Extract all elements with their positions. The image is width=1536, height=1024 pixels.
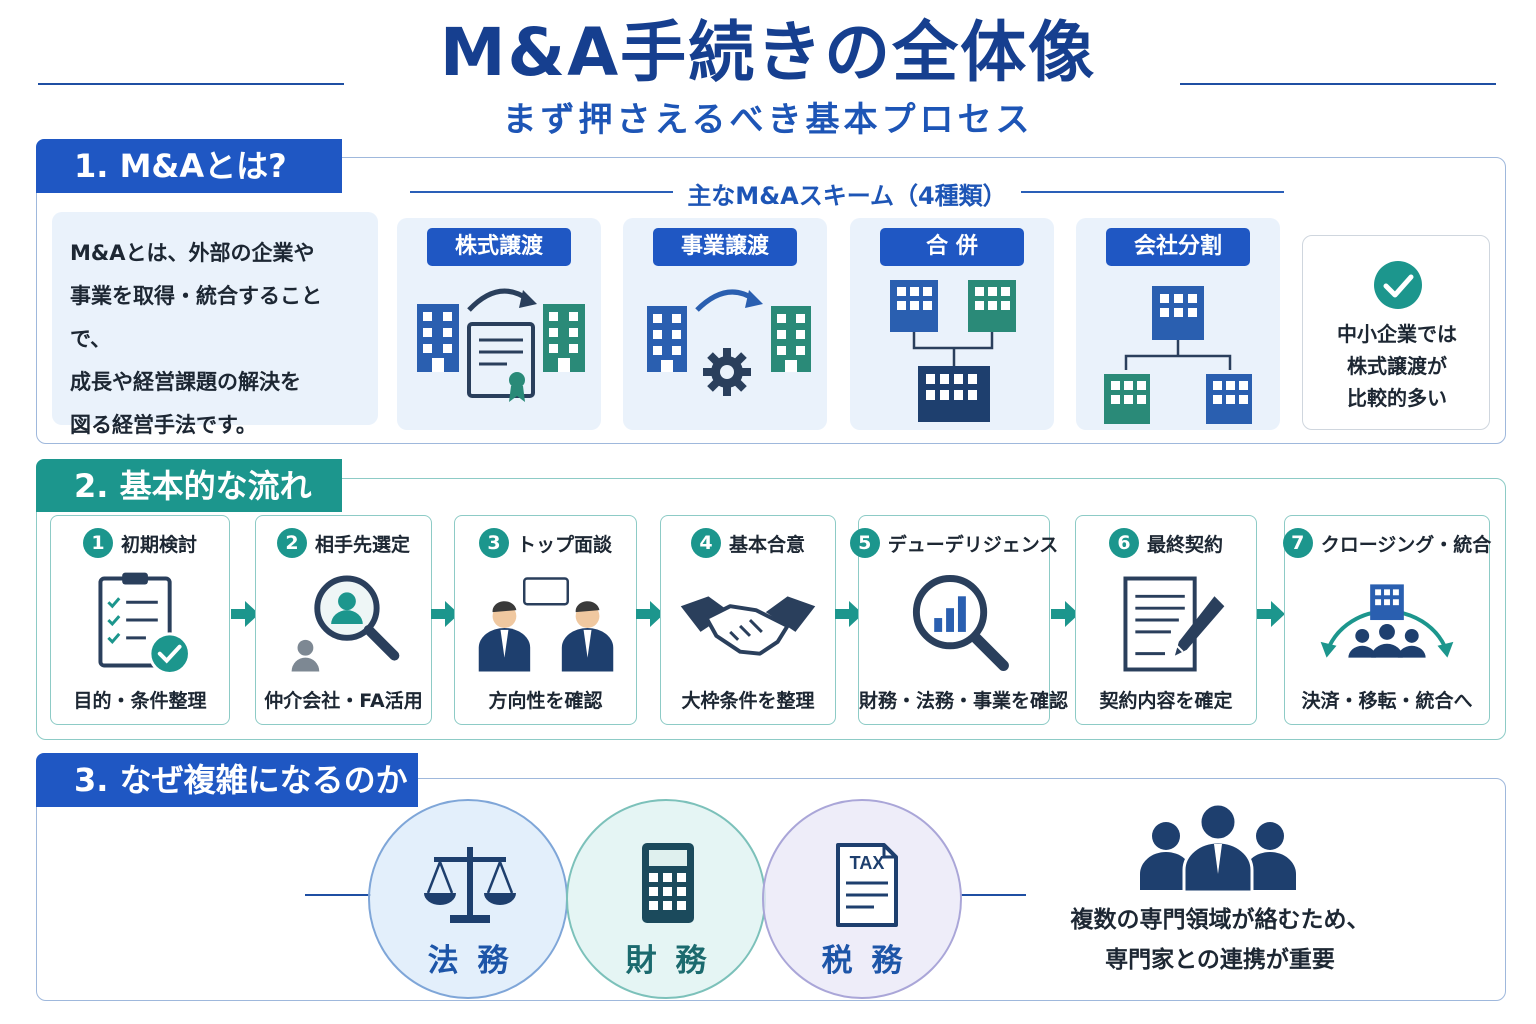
explanation-line: 専門家との連携が重要 <box>1105 947 1335 973</box>
definition-line: 事業を取得・統合することで、 <box>70 284 322 351</box>
step-title: 相手先選定 <box>314 533 410 556</box>
professionals-group-icon <box>1140 802 1296 892</box>
meeting-icon <box>478 577 614 672</box>
note-line: 中小企業では <box>1337 322 1457 346</box>
step-number: 7 <box>1282 528 1313 558</box>
scheme-card-company-split: 会社分割 <box>1076 218 1280 430</box>
scheme-tag: 合 併 <box>880 228 1024 266</box>
arrow-right-icon <box>231 601 259 627</box>
step-final-contract: 6 最終契約 契約内容を確定 <box>1075 515 1257 725</box>
definition-line: 図る経営手法です。 <box>70 413 257 437</box>
search-chart-icon <box>912 575 1009 672</box>
arrow-right-icon <box>1257 601 1285 627</box>
step-caption: 方向性を確認 <box>488 690 603 712</box>
check-circle-icon <box>1374 261 1422 309</box>
definition-line: 成長や経営課題の解決を <box>70 370 301 394</box>
schemes-heading: 主なM&Aスキーム（4種類） <box>410 176 1284 210</box>
arrow-right-icon <box>1051 601 1079 627</box>
note-line: 株式譲渡が <box>1347 354 1447 378</box>
title-rule-left <box>38 83 344 85</box>
step-caption: 仲介会社・FA活用 <box>264 690 423 712</box>
step-caption: 財務・法務・事業を確認 <box>859 690 1069 712</box>
arrow-right-icon <box>431 601 459 627</box>
domain-label: 税 務 <box>821 943 907 979</box>
domain-label: 法 務 <box>427 943 513 979</box>
domain-label: 財 務 <box>625 943 711 979</box>
merge-buildings-icon <box>890 280 1016 422</box>
step-caption: 目的・条件整理 <box>73 690 207 712</box>
sme-note-card: 中小企業では 株式譲渡が 比較的多い <box>1302 235 1490 430</box>
complexity-explanation: 複数の専門領域が絡むため、 専門家との連携が重要 <box>1030 900 1410 980</box>
tax-label-text: TAX <box>850 853 885 873</box>
scales-icon <box>424 847 516 923</box>
step-title: クロージング・統合 <box>1320 533 1492 556</box>
step-number: 3 <box>478 528 509 558</box>
step-title: デューデリジェンス <box>887 533 1059 556</box>
handshake-icon <box>680 596 816 656</box>
search-person-icon <box>291 575 400 672</box>
note-line: 比較的多い <box>1347 386 1447 410</box>
step-top-meeting: 3 トップ面談 方向性を確認 <box>454 515 637 725</box>
page-subtitle: まず押さえるべき基本プロセス <box>502 100 1034 140</box>
step-initial-review: 1 初期検討 目的・条件整理 <box>50 515 230 725</box>
venn-connector-right <box>960 894 1026 896</box>
step-title: トップ面談 <box>516 533 612 556</box>
step-partner-selection: 2 相手先選定 仲介会社・FA活用 <box>255 515 432 725</box>
calculator-icon <box>642 843 694 923</box>
step-title: 基本合意 <box>728 533 805 556</box>
step-number: 1 <box>82 528 113 558</box>
step-number: 2 <box>276 528 307 558</box>
building-team-icon <box>1320 584 1454 658</box>
scheme-tag: 株式譲渡 <box>427 228 571 266</box>
step-closing-integration: 7 クロージング・統合 決済・移転・統合へ <box>1282 515 1492 725</box>
section-3-label: 3. なぜ複雑になるのか <box>36 753 418 807</box>
step-number: 6 <box>1108 528 1139 558</box>
buildings-gear-icon <box>647 289 811 396</box>
domain-legal: 法 務 <box>368 799 568 999</box>
scheme-card-merger: 合 併 <box>850 218 1054 430</box>
step-number: 4 <box>690 528 721 558</box>
contract-pen-icon <box>1123 576 1225 672</box>
step-title: 初期検討 <box>120 533 197 556</box>
step-number: 5 <box>849 528 880 558</box>
step-title: 最終契約 <box>1146 533 1223 556</box>
step-caption: 決済・移転・統合へ <box>1301 690 1473 712</box>
step-basic-agreement: 4 基本合意 大枠条件を整理 <box>660 515 836 725</box>
scheme-tag: 会社分割 <box>1106 228 1250 266</box>
step-caption: 契約内容を確定 <box>1099 690 1233 712</box>
step-caption: 大枠条件を整理 <box>681 690 815 712</box>
title-rule-right <box>1180 83 1496 85</box>
scheme-card-stock-transfer: 株式譲渡 <box>397 218 601 430</box>
arrow-right-icon <box>636 601 664 627</box>
explanation-line: 複数の専門領域が絡むため、 <box>1070 907 1370 933</box>
section-2-label: 2. 基本的な流れ <box>36 459 342 512</box>
domain-finance: 財 務 <box>566 799 766 999</box>
step-due-diligence: 5 デューデリジェンス 財務・法務・事業を確認 <box>849 515 1069 725</box>
arrow-right-icon <box>835 601 863 627</box>
tax-document-icon: TAX <box>836 843 898 927</box>
definition-line: M&Aとは、外部の企業や <box>70 241 315 265</box>
clipboard-check-icon <box>98 572 191 675</box>
buildings-certificate-icon <box>417 288 585 402</box>
split-buildings-icon <box>1104 286 1252 424</box>
section-1-label: 1. M&Aとは? <box>36 139 342 193</box>
domain-tax: TAX 税 務 <box>762 799 962 999</box>
page-title: M&A手続きの全体像 <box>439 14 1097 91</box>
scheme-card-business-transfer: 事業譲渡 <box>623 218 827 430</box>
venn-connector-left <box>305 894 371 896</box>
schemes-heading-text: 主なM&Aスキーム（4種類） <box>673 182 1021 210</box>
scheme-tag: 事業譲渡 <box>653 228 797 266</box>
ma-definition-card: M&Aとは、外部の企業や 事業を取得・統合することで、 成長や経営課題の解決を … <box>52 212 378 437</box>
